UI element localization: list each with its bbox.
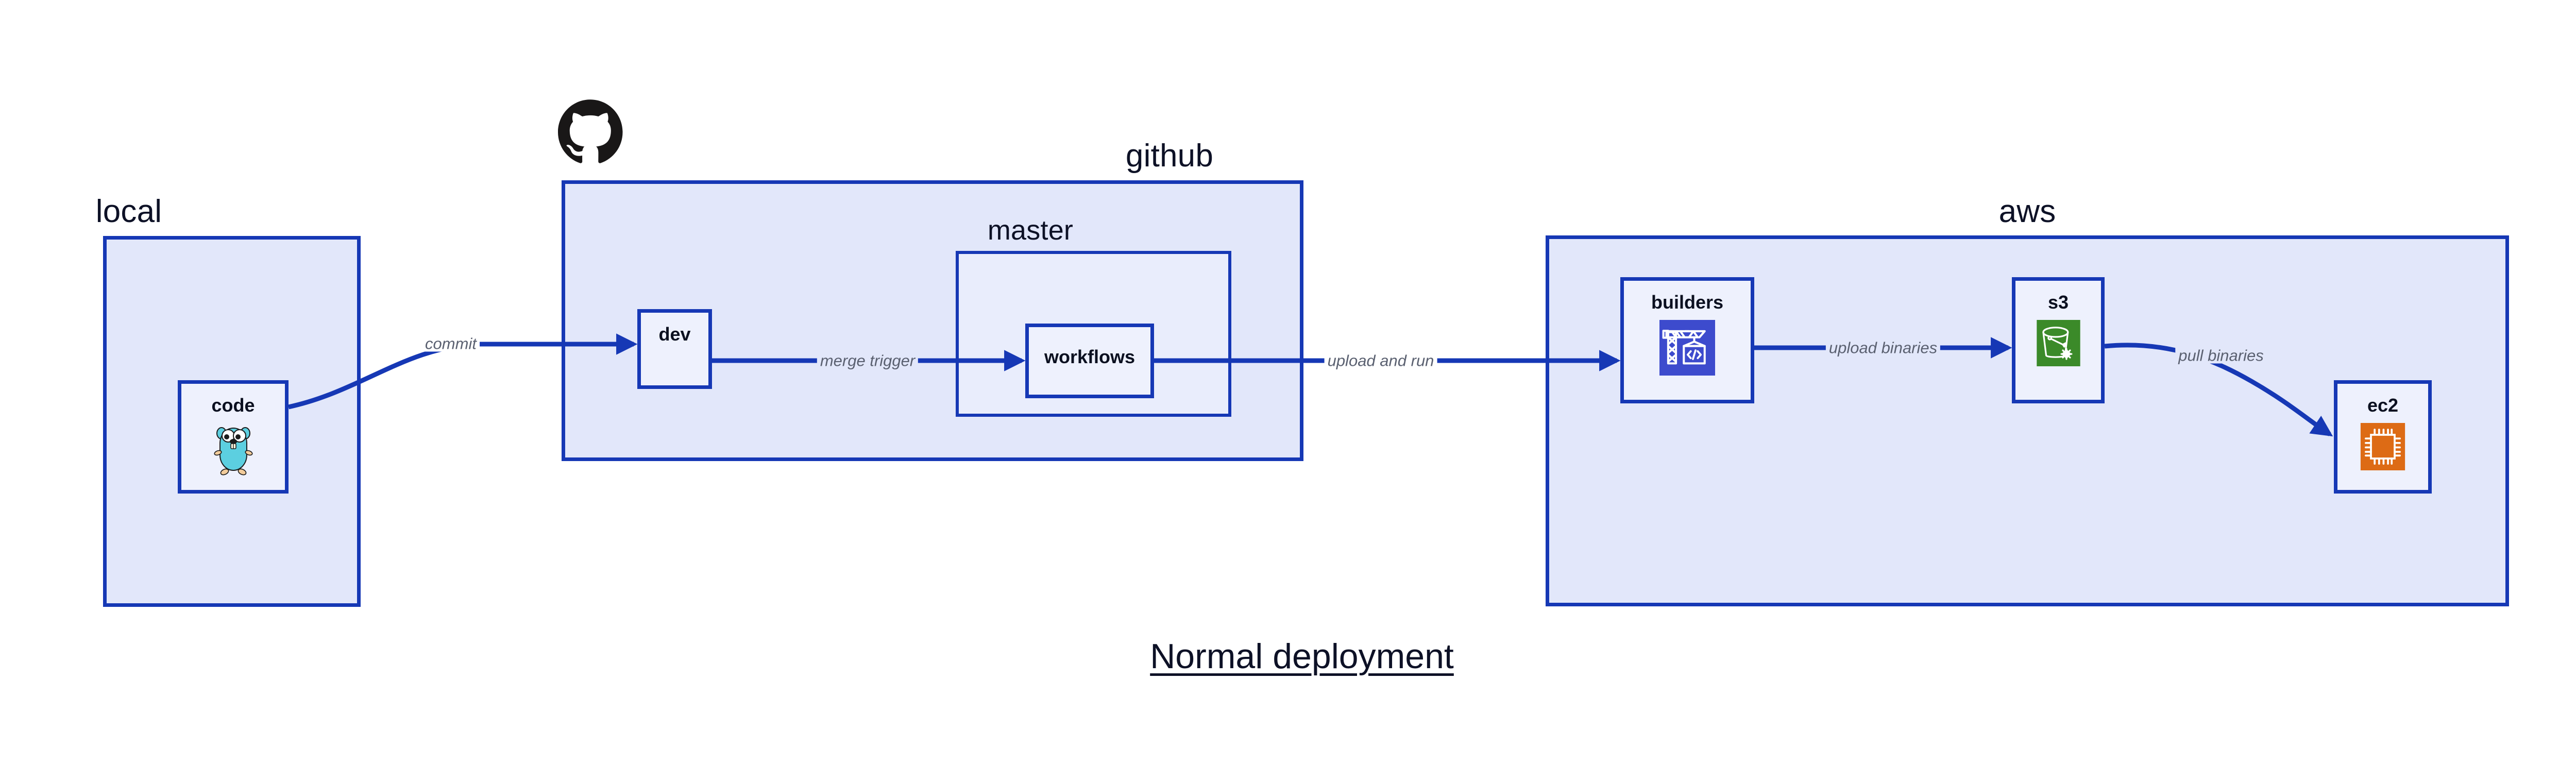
- node-code[interactable]: code: [178, 380, 289, 494]
- node-label-workflows: workflows: [1044, 346, 1136, 367]
- s3-bucket-icon: [2036, 320, 2080, 369]
- node-label-builders: builders: [1651, 292, 1724, 313]
- node-label-s3: s3: [2047, 292, 2069, 313]
- edge-label-upload-binaries: upload binaries: [1825, 339, 1941, 356]
- crane-code-icon: [1659, 320, 1715, 378]
- group-label-aws: aws: [1998, 194, 2056, 229]
- node-dev[interactable]: dev: [637, 309, 712, 389]
- cpu-chip-icon: [2360, 423, 2405, 473]
- diagram-title-text: Normal deployment: [1150, 637, 1454, 676]
- group-label-local: local: [95, 194, 162, 229]
- node-builders[interactable]: builders: [1620, 277, 1754, 403]
- edge-label-merge-trigger: merge trigger: [817, 352, 919, 369]
- github-octocat-icon: [558, 99, 623, 166]
- node-label-code: code: [211, 395, 255, 416]
- diagram-title: Normal deployment: [0, 639, 2576, 674]
- group-label-master: master: [987, 215, 1074, 246]
- edge-label-pull-binaries: pull binaries: [2175, 347, 2267, 364]
- node-s3[interactable]: s3: [2012, 277, 2105, 403]
- node-label-ec2: ec2: [2367, 395, 2399, 416]
- group-label-github: github: [1125, 138, 1214, 174]
- node-label-dev: dev: [658, 324, 691, 345]
- edge-label-upload-and-run: upload and run: [1324, 352, 1437, 369]
- node-workflows[interactable]: workflows: [1025, 324, 1154, 398]
- edge-label-commit: commit: [422, 335, 480, 352]
- node-ec2[interactable]: ec2: [2334, 380, 2432, 494]
- go-gopher-icon: [213, 423, 254, 480]
